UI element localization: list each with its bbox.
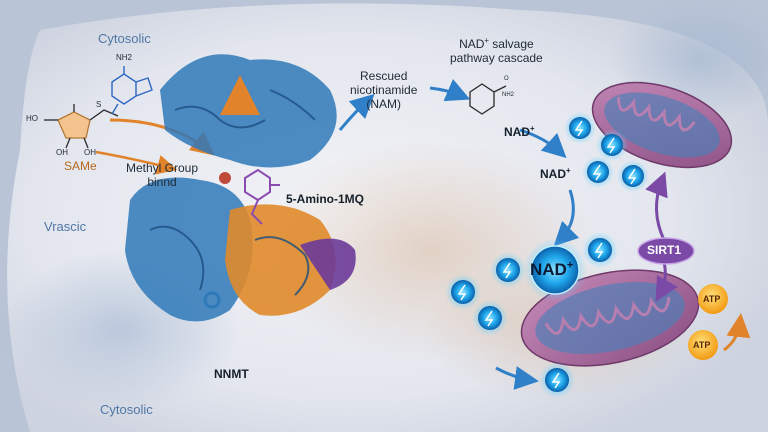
salvage-line-2: pathway cascade xyxy=(450,50,543,65)
salvage-nad-text: NAD xyxy=(459,37,485,51)
nad-sphere xyxy=(596,129,628,161)
salvage-word: salvage xyxy=(488,37,534,51)
nam-nh2-atom: NH2 xyxy=(502,92,515,98)
methyl-group-line-2: binnd xyxy=(147,174,177,189)
nad-label-2-plus: + xyxy=(566,166,571,175)
rescued-nam-label: Rescued nicotinamide (NAM) xyxy=(350,69,418,111)
nam-o-atom: O xyxy=(504,76,509,82)
nnmt-label: NNMT xyxy=(214,367,249,381)
nad-label-1: NAD+ xyxy=(504,124,535,140)
atp-badge-bottom xyxy=(688,330,718,360)
adenine-molecule xyxy=(111,66,153,115)
same-ho-atom: HO xyxy=(26,114,38,123)
nad-sphere xyxy=(490,252,526,288)
sirt1-label: SIRT1 xyxy=(647,243,682,257)
nad-sphere xyxy=(564,112,596,144)
atp-label-bottom: ATP xyxy=(693,340,711,350)
nad-label-large-text: NAD xyxy=(530,260,567,279)
mitochondrion-bottom xyxy=(520,269,700,367)
salvage-pathway-label: NAD+ salvage pathway cascade xyxy=(450,36,543,66)
adenine-nh2-atom: NH2 xyxy=(116,53,133,62)
nam-molecule xyxy=(469,83,507,115)
nad-label-2: NAD+ xyxy=(540,166,571,182)
nad-sphere xyxy=(617,160,649,192)
sirt1-badge xyxy=(637,237,695,265)
nad-sphere-large xyxy=(523,238,587,302)
amino-1mq-label: 5-Amino-1MQ xyxy=(286,192,364,206)
nad-label-large-plus: + xyxy=(566,259,574,272)
cytosolic-label-bottom: Cytosolic xyxy=(100,402,153,417)
vrascic-label: Vrascic xyxy=(44,219,87,234)
nad-label-2-text: NAD xyxy=(540,167,566,181)
salvage-line-1: NAD+ salvage xyxy=(450,36,543,52)
rescued-line-2: nicotinamide xyxy=(350,82,418,97)
methyl-group-label: Methyl Group binnd xyxy=(126,161,199,190)
nad-label-1-plus: + xyxy=(530,124,535,133)
nad-sphere-group xyxy=(445,112,649,398)
same-oh-atom-1: OH xyxy=(56,148,68,157)
methyl-group-line-1: Methyl Group xyxy=(126,161,199,175)
nad-sphere xyxy=(539,362,575,398)
atp-label-top: ATP xyxy=(703,294,721,304)
same-s-atom: S xyxy=(96,100,102,109)
nad-sphere xyxy=(472,300,508,336)
nad-sphere xyxy=(445,274,481,310)
salvage-plus: + xyxy=(484,36,489,45)
nad-sphere xyxy=(582,232,618,268)
rescued-line-1: Rescued xyxy=(360,69,408,83)
nad-label-1-text: NAD xyxy=(504,125,530,139)
same-molecule xyxy=(44,104,119,149)
nad-sphere xyxy=(582,156,614,188)
same-oh-atom-2: OH xyxy=(84,148,96,157)
nad-label-large: NAD+ xyxy=(530,260,573,280)
cytosolic-label-top: Cytosolic xyxy=(98,31,151,46)
rescued-line-3: (NAM) xyxy=(366,96,402,111)
nnmt-protein xyxy=(125,54,356,322)
same-label: SAMe xyxy=(64,159,97,173)
atp-badge-top xyxy=(698,284,728,314)
